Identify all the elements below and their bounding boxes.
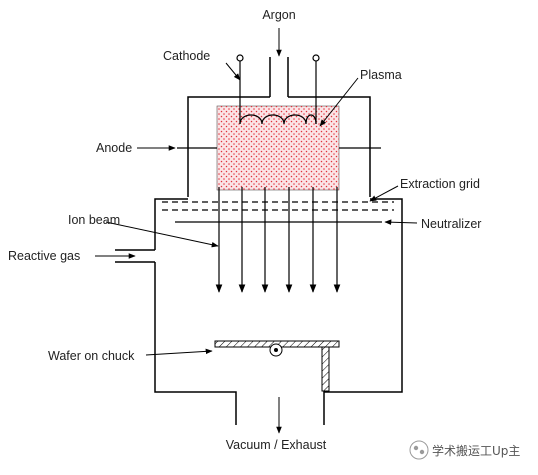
cathode-filament <box>236 54 320 125</box>
extraction-grid-label: Extraction grid <box>400 177 480 191</box>
ion-beam-label: Ion beam <box>68 213 120 227</box>
extraction-grid <box>162 201 394 211</box>
argon-inlet <box>269 57 289 97</box>
wafer-chuck <box>214 340 340 392</box>
anode-label: Anode <box>96 141 132 155</box>
pointer-arrows <box>95 28 418 434</box>
plasma-dots <box>217 106 339 190</box>
watermark-text: 学术搬运工Up主 <box>432 443 520 458</box>
chamber-outline <box>154 96 403 425</box>
reactive-gas-label: Reactive gas <box>8 249 80 263</box>
ion-beam-arrows <box>215 187 341 293</box>
watermark: 学术搬运工Up主 <box>409 440 520 460</box>
neutralizer-label: Neutralizer <box>421 217 481 231</box>
vacuum-exhaust-label: Vacuum / Exhaust <box>226 438 327 452</box>
reactive-gas-inlet <box>115 249 155 263</box>
argon-label: Argon <box>262 8 295 22</box>
plasma-label: Plasma <box>360 68 402 82</box>
wafer-on-chuck-label: Wafer on chuck <box>48 349 135 363</box>
cathode-label: Cathode <box>163 49 210 63</box>
